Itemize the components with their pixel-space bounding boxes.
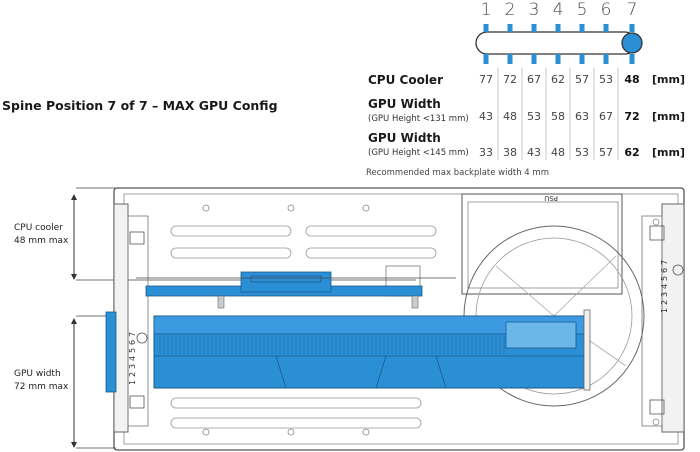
position-number-7[interactable]: 7 bbox=[626, 0, 638, 20]
slider-tick-top-5 bbox=[579, 24, 585, 32]
spine-scale-mark: 2 bbox=[660, 299, 670, 306]
spine-scale-mark: 5 bbox=[128, 347, 138, 354]
table-cell: 53 bbox=[599, 73, 613, 86]
table-cell: 62 bbox=[551, 73, 565, 86]
gpu-card bbox=[153, 315, 585, 389]
table-cell: 67 bbox=[527, 73, 541, 86]
slider-tick-bottom-1 bbox=[483, 54, 489, 64]
table-cell: 63 bbox=[575, 110, 589, 123]
slider-tick-bottom-7 bbox=[629, 54, 635, 64]
spine-scale-mark: 5 bbox=[660, 275, 670, 282]
gpu-width-label: GPU width 72 mm max bbox=[14, 369, 69, 392]
slider-tick-bottom-4 bbox=[555, 54, 561, 64]
spine-scale-mark: 7 bbox=[660, 259, 670, 266]
table-cell: 67 bbox=[599, 110, 613, 123]
slider-tick-top-4 bbox=[555, 24, 561, 32]
row-sub-gpu-height-145: (GPU Height <145 mm) bbox=[368, 148, 469, 158]
position-number-3[interactable]: 3 bbox=[528, 0, 540, 20]
unit-label: [mm] bbox=[652, 146, 685, 159]
spine-scale-mark: 1 bbox=[128, 379, 138, 386]
column-separators bbox=[497, 68, 619, 160]
spine-scale-mark: 6 bbox=[660, 267, 670, 274]
psu-label: PSU bbox=[544, 194, 558, 202]
slider-tick-bottom-3 bbox=[531, 54, 537, 64]
slider-tick-top-6 bbox=[603, 24, 609, 32]
table-cell: 72 bbox=[624, 110, 640, 123]
row-sub-gpu-height-131: (GPU Height <131 mm) bbox=[368, 114, 469, 124]
row-label-gpu-width-145: GPU Width bbox=[368, 131, 441, 145]
table-cell: 43 bbox=[527, 146, 541, 159]
unit-label: [mm] bbox=[652, 73, 685, 86]
table-cell: 33 bbox=[479, 146, 493, 159]
table-cell: 48 bbox=[624, 73, 640, 86]
position-number-1[interactable]: 1 bbox=[480, 0, 492, 20]
table-cell: 53 bbox=[575, 146, 589, 159]
slider-tick-top-3 bbox=[531, 24, 537, 32]
table-cell: 48 bbox=[503, 110, 517, 123]
slider-tick-top-7 bbox=[629, 24, 635, 32]
backplate-note: Recommended max backplate width 4 mm bbox=[366, 168, 549, 178]
table-cell: 43 bbox=[479, 110, 493, 123]
slider-tick-bottom-2 bbox=[507, 54, 513, 64]
table-cell: 53 bbox=[527, 110, 541, 123]
cpu-cooler-label: CPU cooler 48 mm max bbox=[14, 223, 69, 246]
table-cell: 57 bbox=[575, 73, 589, 86]
position-number-2[interactable]: 2 bbox=[504, 0, 516, 20]
unit-label: [mm] bbox=[652, 110, 685, 123]
position-number-5[interactable]: 5 bbox=[576, 0, 588, 20]
page-title: Spine Position 7 of 7 – MAX GPU Config bbox=[2, 98, 278, 113]
spine-scale-mark: 2 bbox=[128, 371, 138, 378]
slider-tick-top-1 bbox=[483, 24, 489, 32]
table-cell: 72 bbox=[503, 73, 517, 86]
spine-scale-mark: 4 bbox=[128, 355, 138, 362]
slider-tick-top-2 bbox=[507, 24, 513, 32]
position-number-4[interactable]: 4 bbox=[552, 0, 564, 20]
spine-scale-mark: 3 bbox=[660, 291, 670, 298]
slider-knob[interactable] bbox=[621, 32, 643, 54]
spine-scale-mark: 1 bbox=[660, 307, 670, 314]
table-cell: 58 bbox=[551, 110, 565, 123]
table-cell: 48 bbox=[551, 146, 565, 159]
slider-track bbox=[475, 31, 637, 55]
spine-scale-mark: 6 bbox=[128, 339, 138, 346]
spine-scale-mark: 4 bbox=[660, 283, 670, 290]
table-cell: 62 bbox=[624, 146, 640, 159]
slider-tick-bottom-5 bbox=[579, 54, 585, 64]
table-cell: 57 bbox=[599, 146, 613, 159]
position-number-6[interactable]: 6 bbox=[600, 0, 612, 20]
spine-slider[interactable] bbox=[470, 22, 650, 66]
table-cell: 38 bbox=[503, 146, 517, 159]
row-label-cpu-cooler: CPU Cooler bbox=[368, 73, 443, 87]
row-label-gpu-width-131: GPU Width bbox=[368, 97, 441, 111]
spine-scale-mark: 3 bbox=[128, 363, 138, 370]
slider-tick-bottom-6 bbox=[603, 54, 609, 64]
spine-scale-mark: 7 bbox=[128, 331, 138, 338]
case-diagram: PSU bbox=[76, 187, 685, 451]
table-cell: 77 bbox=[479, 73, 493, 86]
dimension-arrows bbox=[71, 194, 77, 448]
